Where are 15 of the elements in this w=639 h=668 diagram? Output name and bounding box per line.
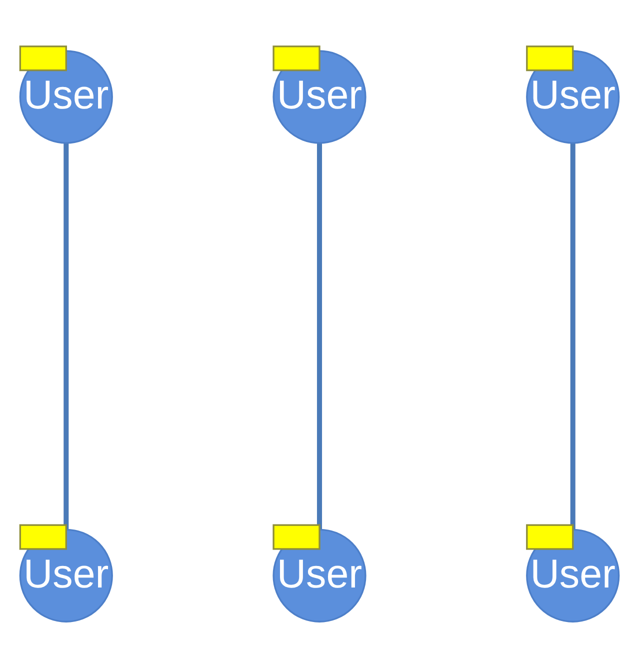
node-circle: User xyxy=(526,50,620,144)
connector xyxy=(64,142,69,530)
node-box xyxy=(272,46,320,72)
connector xyxy=(570,142,576,530)
node-circle: User xyxy=(272,50,366,144)
node-box xyxy=(526,46,574,72)
node-box xyxy=(19,46,67,72)
node-box xyxy=(272,524,320,550)
node-circle: User xyxy=(19,528,113,622)
node-box xyxy=(526,524,574,550)
node-circle: User xyxy=(19,50,113,144)
connector xyxy=(316,142,322,530)
node-circle: User xyxy=(526,528,620,622)
node-circle: User xyxy=(272,528,366,622)
node-box xyxy=(19,524,67,550)
